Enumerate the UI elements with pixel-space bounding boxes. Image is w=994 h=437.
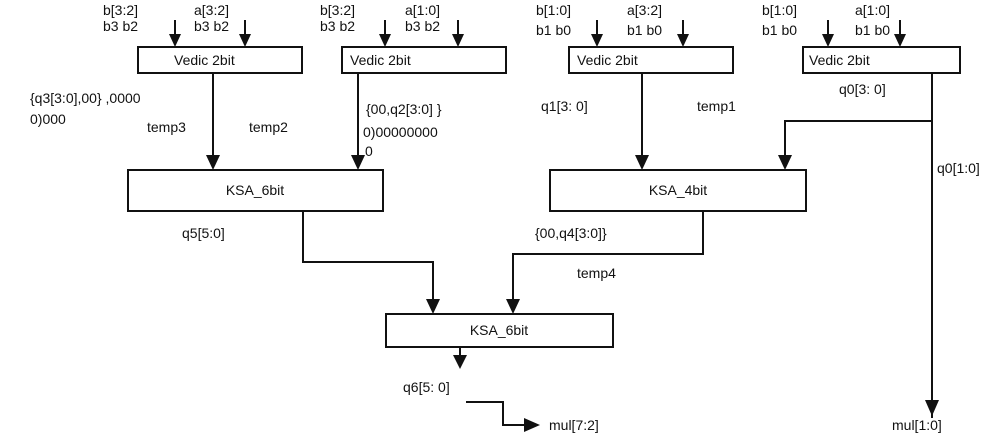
arrowhead-temp1	[635, 155, 649, 170]
q2-concat-label: {00,q2[3:0] }	[366, 101, 442, 117]
arrowhead-v3-a	[677, 34, 689, 47]
vedic-block-2: Vedic 2bit	[341, 46, 507, 74]
v1-a-input-label: a[3:2]	[194, 2, 229, 18]
v1-b-input-label: b[3:2]	[103, 2, 138, 18]
ksa-6bit-left: KSA_6bit	[127, 169, 384, 212]
v2-b-bits-label: b3 b2	[320, 18, 355, 34]
arrowhead-mul-low	[925, 400, 939, 416]
arrowhead-mul-high	[524, 418, 540, 432]
q5-label: q5[5:0]	[182, 225, 225, 241]
wire-q0-to-ksa4	[784, 120, 932, 160]
v1-a-bits-label: b3 b2	[194, 18, 229, 34]
arrowhead-q6	[453, 355, 467, 369]
arrowhead-v1-b	[169, 34, 181, 47]
arrowhead-v1-a	[239, 34, 251, 47]
wire-q5	[302, 211, 434, 304]
vedic-block-4-label: Vedic 2bit	[809, 52, 870, 68]
wire-mul-high	[466, 401, 528, 426]
ksa-4bit-right: KSA_4bit	[549, 169, 807, 212]
wire-q4	[512, 211, 704, 304]
v3-a-input-label: a[3:2]	[627, 2, 662, 18]
mul-high-output-label: mul[7:2]	[549, 417, 599, 433]
arrowhead-v4-b	[822, 34, 834, 47]
v2-a-input-label: a[1:0]	[405, 2, 440, 18]
arrowhead-v4-a	[894, 34, 906, 47]
arrowhead-temp2	[351, 155, 365, 170]
q0-low-label: q0[1:0]	[937, 160, 980, 176]
arrowhead-temp3	[206, 155, 220, 170]
v1-b-bits-label: b3 b2	[103, 18, 138, 34]
q1-label: q1[3: 0]	[541, 98, 588, 114]
q4-concat-label: {00,q4[3:0]}	[535, 225, 607, 241]
v4-a-bits-label: b1 b0	[855, 22, 890, 38]
vedic-block-1: Vedic 2bit	[137, 46, 303, 74]
v3-b-bits-label: b1 b0	[536, 22, 571, 38]
temp2-label: temp2	[249, 119, 288, 135]
vedic-block-2-label: Vedic 2bit	[350, 52, 411, 68]
ksa-6bit-bottom-label: KSA_6bit	[470, 322, 528, 338]
q2-concat-label-line3: 0	[365, 143, 373, 159]
ksa-6bit-left-label: KSA_6bit	[226, 182, 284, 198]
arrowhead-v3-b	[591, 34, 603, 47]
mul-low-output-label: mul[1:0]	[892, 417, 942, 433]
arrowhead-q5	[426, 299, 440, 314]
v4-b-bits-label: b1 b0	[762, 22, 797, 38]
v4-a-input-label: a[1:0]	[855, 2, 890, 18]
v2-a-bits-label: b3 b2	[405, 18, 440, 34]
arrowhead-v2-b	[379, 34, 391, 47]
q6-label: q6[5: 0]	[403, 379, 450, 395]
ksa-4bit-right-label: KSA_4bit	[649, 182, 707, 198]
v4-b-input-label: b[1:0]	[762, 2, 797, 18]
arrowhead-q0-ksa4	[778, 155, 792, 170]
arrowhead-q4	[506, 299, 520, 314]
q0-label: q0[3: 0]	[839, 81, 886, 97]
temp1-label: temp1	[697, 98, 736, 114]
vedic-block-3: Vedic 2bit	[568, 46, 734, 74]
q2-concat-label-line2: 0)00000000	[363, 124, 438, 140]
vedic-block-4: Vedic 2bit	[802, 46, 961, 74]
v3-a-bits-label: b1 b0	[627, 22, 662, 38]
temp3-label: temp3	[147, 119, 186, 135]
v2-b-input-label: b[3:2]	[320, 2, 355, 18]
vedic-block-1-label: Vedic 2bit	[174, 52, 235, 68]
temp4-label: temp4	[577, 265, 616, 281]
q3-concat-label: {q3[3:0],00} ,0000	[30, 90, 141, 106]
vedic-block-3-label: Vedic 2bit	[577, 52, 638, 68]
ksa-6bit-bottom: KSA_6bit	[385, 313, 614, 348]
arrowhead-v2-a	[452, 34, 464, 47]
v3-b-input-label: b[1:0]	[536, 2, 571, 18]
q3-concat-label-line2: 0)000	[30, 111, 66, 127]
